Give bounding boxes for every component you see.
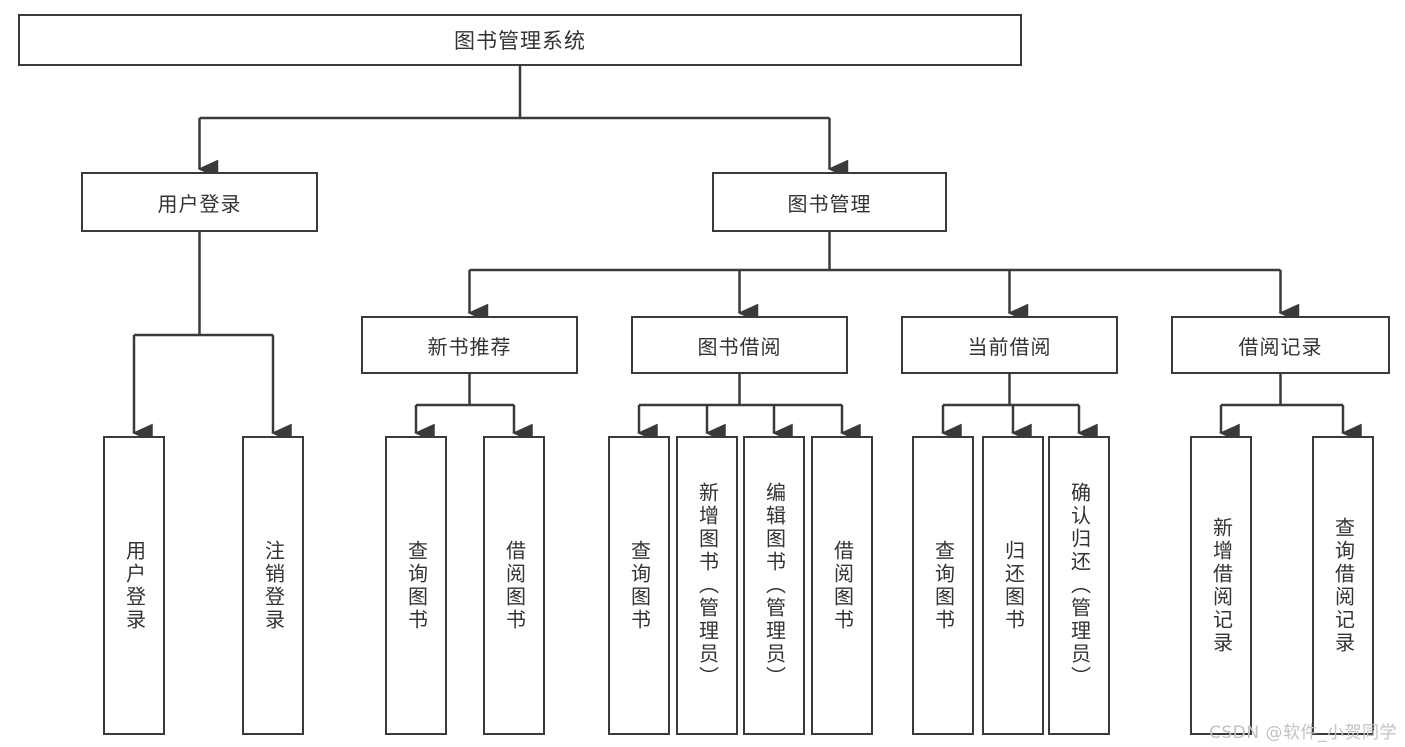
node-label: 用户登录 bbox=[122, 539, 147, 632]
node-label: 图书借阅 bbox=[697, 334, 782, 359]
node-label: 用户登录 bbox=[157, 191, 242, 216]
node-注销登录[interactable]: 注销登录 bbox=[242, 436, 304, 735]
node-label: 注销登录 bbox=[261, 539, 286, 632]
node-借阅记录[interactable]: 借阅记录 bbox=[1171, 316, 1390, 374]
node-label: 新增借阅记录 bbox=[1209, 516, 1234, 655]
node-图书管理系统[interactable]: 图书管理系统 bbox=[18, 14, 1022, 66]
node-查询图书[interactable]: 查询图书 bbox=[912, 436, 974, 735]
node-label: 查询借阅记录 bbox=[1331, 516, 1356, 655]
node-新增图书管理员[interactable]: 新增图书（管理员） bbox=[676, 436, 738, 735]
node-用户登录[interactable]: 用户登录 bbox=[103, 436, 165, 735]
node-查询图书[interactable]: 查询图书 bbox=[385, 436, 447, 735]
node-label: 确认归还（管理员） bbox=[1067, 482, 1092, 689]
csdn-watermark: CSDN @软件_小贺同学 bbox=[1209, 723, 1397, 743]
node-图书管理[interactable]: 图书管理 bbox=[712, 172, 947, 232]
node-借阅图书[interactable]: 借阅图书 bbox=[483, 436, 545, 735]
node-label: 图书管理 bbox=[787, 191, 872, 216]
node-label: 编辑图书（管理员） bbox=[762, 482, 787, 689]
node-label: 查询图书 bbox=[931, 539, 956, 632]
node-label: 借阅记录 bbox=[1238, 334, 1323, 359]
node-新书推荐[interactable]: 新书推荐 bbox=[361, 316, 578, 374]
node-归还图书[interactable]: 归还图书 bbox=[982, 436, 1044, 735]
node-借阅图书[interactable]: 借阅图书 bbox=[811, 436, 873, 735]
node-label: 当前借阅 bbox=[967, 334, 1052, 359]
node-确认归还管理员[interactable]: 确认归还（管理员） bbox=[1048, 436, 1110, 735]
node-新增借阅记录[interactable]: 新增借阅记录 bbox=[1190, 436, 1252, 735]
node-label: 借阅图书 bbox=[502, 539, 527, 632]
node-查询借阅记录[interactable]: 查询借阅记录 bbox=[1312, 436, 1374, 735]
node-编辑图书管理员[interactable]: 编辑图书（管理员） bbox=[743, 436, 805, 735]
node-查询图书[interactable]: 查询图书 bbox=[608, 436, 670, 735]
node-label: 查询图书 bbox=[627, 539, 652, 632]
node-label: 新书推荐 bbox=[427, 334, 512, 359]
node-label: 图书管理系统 bbox=[454, 29, 586, 53]
node-label: 借阅图书 bbox=[830, 539, 855, 632]
node-图书借阅[interactable]: 图书借阅 bbox=[631, 316, 848, 374]
node-当前借阅[interactable]: 当前借阅 bbox=[901, 316, 1118, 374]
node-label: 查询图书 bbox=[404, 539, 429, 632]
node-用户登录[interactable]: 用户登录 bbox=[81, 172, 318, 232]
node-label: 新增图书（管理员） bbox=[695, 482, 720, 689]
node-label: 归还图书 bbox=[1001, 539, 1026, 632]
